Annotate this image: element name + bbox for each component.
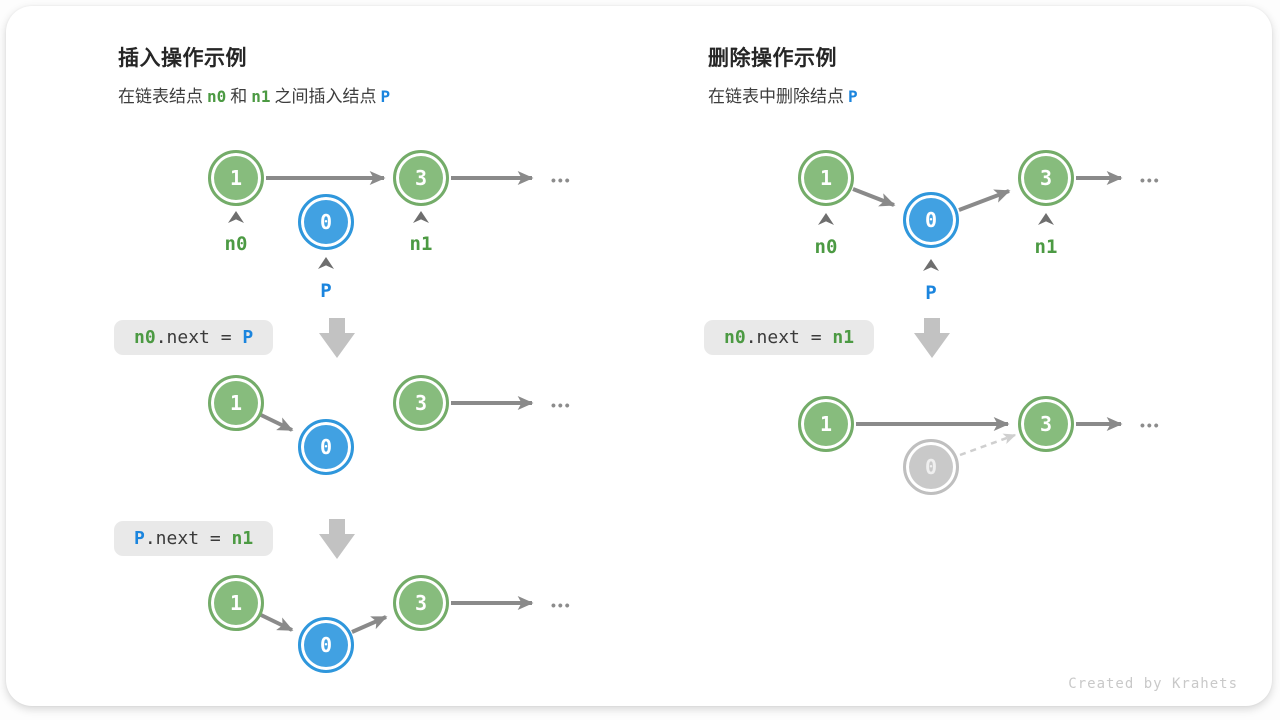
down-arrow-icon	[319, 318, 355, 358]
pointer-label-n0: n0	[224, 233, 248, 255]
ellipsis-dots: •••	[1140, 417, 1161, 433]
pointer-label-p: P	[320, 280, 332, 302]
list-node-3: 3	[1018, 150, 1074, 206]
code-rhs: P	[242, 327, 254, 348]
ellipsis-dots: •••	[551, 172, 572, 188]
ellipsis-dots: •••	[551, 397, 572, 413]
subtitle-text: 在链表中删除结点	[708, 87, 844, 106]
pointer-label-p: P	[925, 282, 937, 304]
code-statement: n0.next = P	[114, 320, 274, 355]
caret-up-icon	[228, 211, 244, 223]
list-node-1: 1	[798, 396, 854, 452]
list-node-p: 0	[298, 617, 354, 673]
list-node-1: 1	[208, 375, 264, 431]
list-node-3: 3	[393, 575, 449, 631]
code-mid: .next =	[745, 327, 833, 348]
subtitle-text: 之间插入结点	[274, 87, 377, 106]
down-arrow-icon	[914, 318, 950, 358]
code-lhs: P	[134, 528, 145, 549]
caret-up-icon	[1038, 213, 1054, 225]
list-node-1: 1	[208, 150, 264, 206]
diagram-card	[6, 6, 1272, 706]
code-lhs: n0	[134, 327, 156, 348]
caret-up-icon	[318, 257, 334, 269]
list-node-p: 0	[298, 419, 354, 475]
subtitle-p: P	[380, 87, 391, 106]
down-arrow-icon	[319, 519, 355, 559]
ellipsis-dots: •••	[551, 597, 572, 613]
list-node-3: 3	[393, 375, 449, 431]
list-node-p: 0	[903, 192, 959, 248]
list-node-1: 1	[208, 575, 264, 631]
caret-up-icon	[413, 211, 429, 223]
watermark: Created by Krahets	[1068, 676, 1238, 692]
ellipsis-dots: •••	[1140, 172, 1161, 188]
code-rhs: n1	[832, 327, 855, 348]
code-lhs: n0	[724, 327, 746, 348]
subtitle-text: 和	[230, 87, 248, 106]
insert-title: 插入操作示例	[118, 47, 247, 70]
list-node-p: 0	[298, 194, 354, 250]
subtitle-text: 在链表结点	[118, 87, 203, 106]
subtitle-n1: n1	[251, 87, 271, 106]
subtitle-p: P	[848, 87, 858, 106]
list-node-3: 3	[393, 150, 449, 206]
list-node-3: 3	[1018, 396, 1074, 452]
pointer-label-n1: n1	[1034, 236, 1058, 258]
subtitle-n0: n0	[207, 87, 227, 106]
code-statement: P.next = n1	[114, 521, 274, 556]
caret-up-icon	[818, 213, 834, 225]
code-statement: n0.next = n1	[704, 320, 875, 355]
pointer-label-n0: n0	[814, 236, 838, 258]
list-node-p-removed: 0	[903, 439, 959, 495]
caret-up-icon	[923, 259, 939, 271]
code-rhs: n1	[231, 528, 254, 549]
pointer-label-n1: n1	[409, 233, 433, 255]
delete-title: 删除操作示例	[708, 47, 837, 70]
code-mid: .next =	[144, 528, 232, 549]
list-node-1: 1	[798, 150, 854, 206]
code-mid: .next =	[155, 327, 243, 348]
